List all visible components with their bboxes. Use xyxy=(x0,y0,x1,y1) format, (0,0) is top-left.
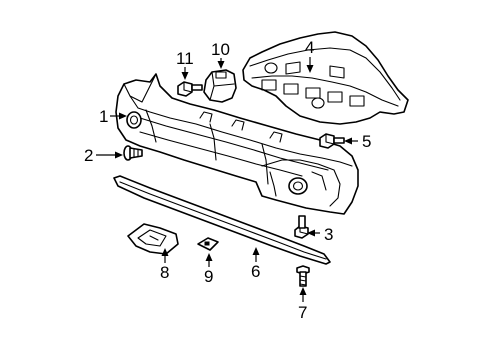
callout-number: 7 xyxy=(298,303,307,322)
callout-6: 6 xyxy=(251,247,260,281)
callout-number: 9 xyxy=(204,267,213,286)
callout-5: 5 xyxy=(344,132,371,151)
lower-valance xyxy=(113,175,331,265)
bolt-5 xyxy=(319,133,345,149)
callout-number: 6 xyxy=(251,262,260,281)
splash-shield-bracket xyxy=(127,223,179,255)
callout-1: 1 xyxy=(99,107,127,126)
callout-number: 11 xyxy=(176,49,194,68)
callout-7: 7 xyxy=(298,287,307,322)
callout-4: 4 xyxy=(305,38,314,73)
callout-11: 11 xyxy=(176,49,194,80)
callout-3: 3 xyxy=(307,225,333,244)
callout-number: 8 xyxy=(160,263,169,282)
callout-10: 10 xyxy=(211,40,230,69)
callout-number: 10 xyxy=(211,40,230,59)
callout-number: 5 xyxy=(362,132,371,151)
push-pin-2 xyxy=(123,145,143,161)
callout-8: 8 xyxy=(160,248,169,282)
callout-number: 2 xyxy=(84,146,93,165)
bumper-fascia xyxy=(115,73,359,215)
screw-7 xyxy=(296,265,310,287)
callout-2: 2 xyxy=(84,146,123,165)
callout-number: 3 xyxy=(324,225,333,244)
callout-number: 1 xyxy=(99,107,108,126)
sensor-bracket xyxy=(203,69,237,103)
screw-3 xyxy=(294,215,309,239)
clip-nut-9 xyxy=(197,237,219,251)
bumper-reinforcement xyxy=(242,31,409,125)
callout-number: 4 xyxy=(305,38,314,57)
bolt-11 xyxy=(177,81,203,97)
callout-9: 9 xyxy=(204,253,213,286)
